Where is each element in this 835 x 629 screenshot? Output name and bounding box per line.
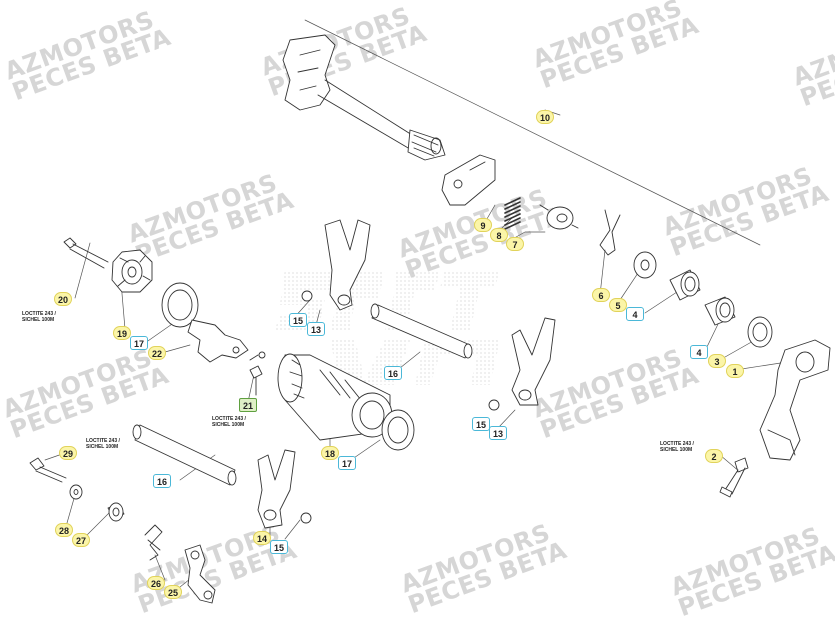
callout-27[interactable]: 27 (72, 533, 90, 547)
washer (69, 484, 83, 500)
callout-5[interactable]: 5 (609, 298, 627, 312)
callout-15[interactable]: 15 (270, 540, 288, 554)
detent-star (111, 249, 153, 293)
washer (633, 251, 657, 279)
shift-lever (759, 339, 831, 461)
callout-14[interactable]: 14 (253, 531, 271, 545)
stop-lever (187, 319, 266, 363)
fork-shaft (132, 424, 237, 486)
bolt (29, 457, 67, 483)
fork-shaft (370, 303, 473, 359)
spring (504, 197, 521, 230)
callout-6[interactable]: 6 (592, 288, 610, 302)
callout-17[interactable]: 17 (130, 336, 148, 350)
callout-4[interactable]: 4 (690, 345, 708, 359)
callout-9[interactable]: 9 (474, 218, 492, 232)
callout-13[interactable]: 13 (489, 426, 507, 440)
callout-8[interactable]: 8 (490, 228, 508, 242)
callout-13[interactable]: 13 (307, 322, 325, 336)
loctite-note: LOCTITE 243 /SICHEL 100M (212, 416, 246, 428)
selector-plate (441, 154, 496, 206)
bushing (107, 502, 125, 522)
callout-4[interactable]: 4 (626, 307, 644, 321)
callout-21[interactable]: 21 (239, 398, 257, 412)
callout-1[interactable]: 1 (726, 364, 744, 378)
shift-fork (301, 219, 371, 311)
clip (599, 209, 621, 256)
callout-19[interactable]: 19 (113, 326, 131, 340)
callout-26[interactable]: 26 (147, 576, 165, 590)
callout-15[interactable]: 15 (289, 313, 307, 327)
bolt (719, 457, 749, 498)
callout-22[interactable]: 22 (148, 346, 166, 360)
callout-20[interactable]: 20 (54, 292, 72, 306)
oil-seal (747, 316, 773, 348)
callout-28[interactable]: 28 (55, 523, 73, 537)
shift-fork (257, 449, 312, 529)
loctite-note: LOCTITE 243 /SICHEL 100M (86, 438, 120, 450)
callout-29[interactable]: 29 (59, 446, 77, 460)
shift-fork (488, 317, 556, 411)
bushing (669, 269, 736, 326)
callout-2[interactable]: 2 (705, 449, 723, 463)
loctite-note: LOCTITE 243 /SICHEL 100M (660, 441, 694, 453)
callout-10[interactable]: 10 (536, 110, 554, 124)
ratchet-pawl (539, 204, 579, 230)
callout-7[interactable]: 7 (506, 237, 524, 251)
callout-17[interactable]: 17 (338, 456, 356, 470)
callout-25[interactable]: 25 (164, 585, 182, 599)
bolt (63, 237, 109, 269)
return-spring (144, 524, 163, 561)
oil-seal (161, 282, 199, 328)
callout-16[interactable]: 16 (153, 474, 171, 488)
loctite-note: LOCTITE 243 /SICHEL 100M (22, 311, 56, 323)
callout-15[interactable]: 15 (472, 417, 490, 431)
callout-18[interactable]: 18 (321, 446, 339, 460)
callout-3[interactable]: 3 (708, 354, 726, 368)
leader-lines (44, 19, 801, 592)
shift-shaft-assembly (282, 34, 446, 161)
bolt (249, 365, 263, 396)
selector-lever (184, 544, 216, 604)
callout-16[interactable]: 16 (384, 366, 402, 380)
oil-seal (381, 409, 415, 451)
